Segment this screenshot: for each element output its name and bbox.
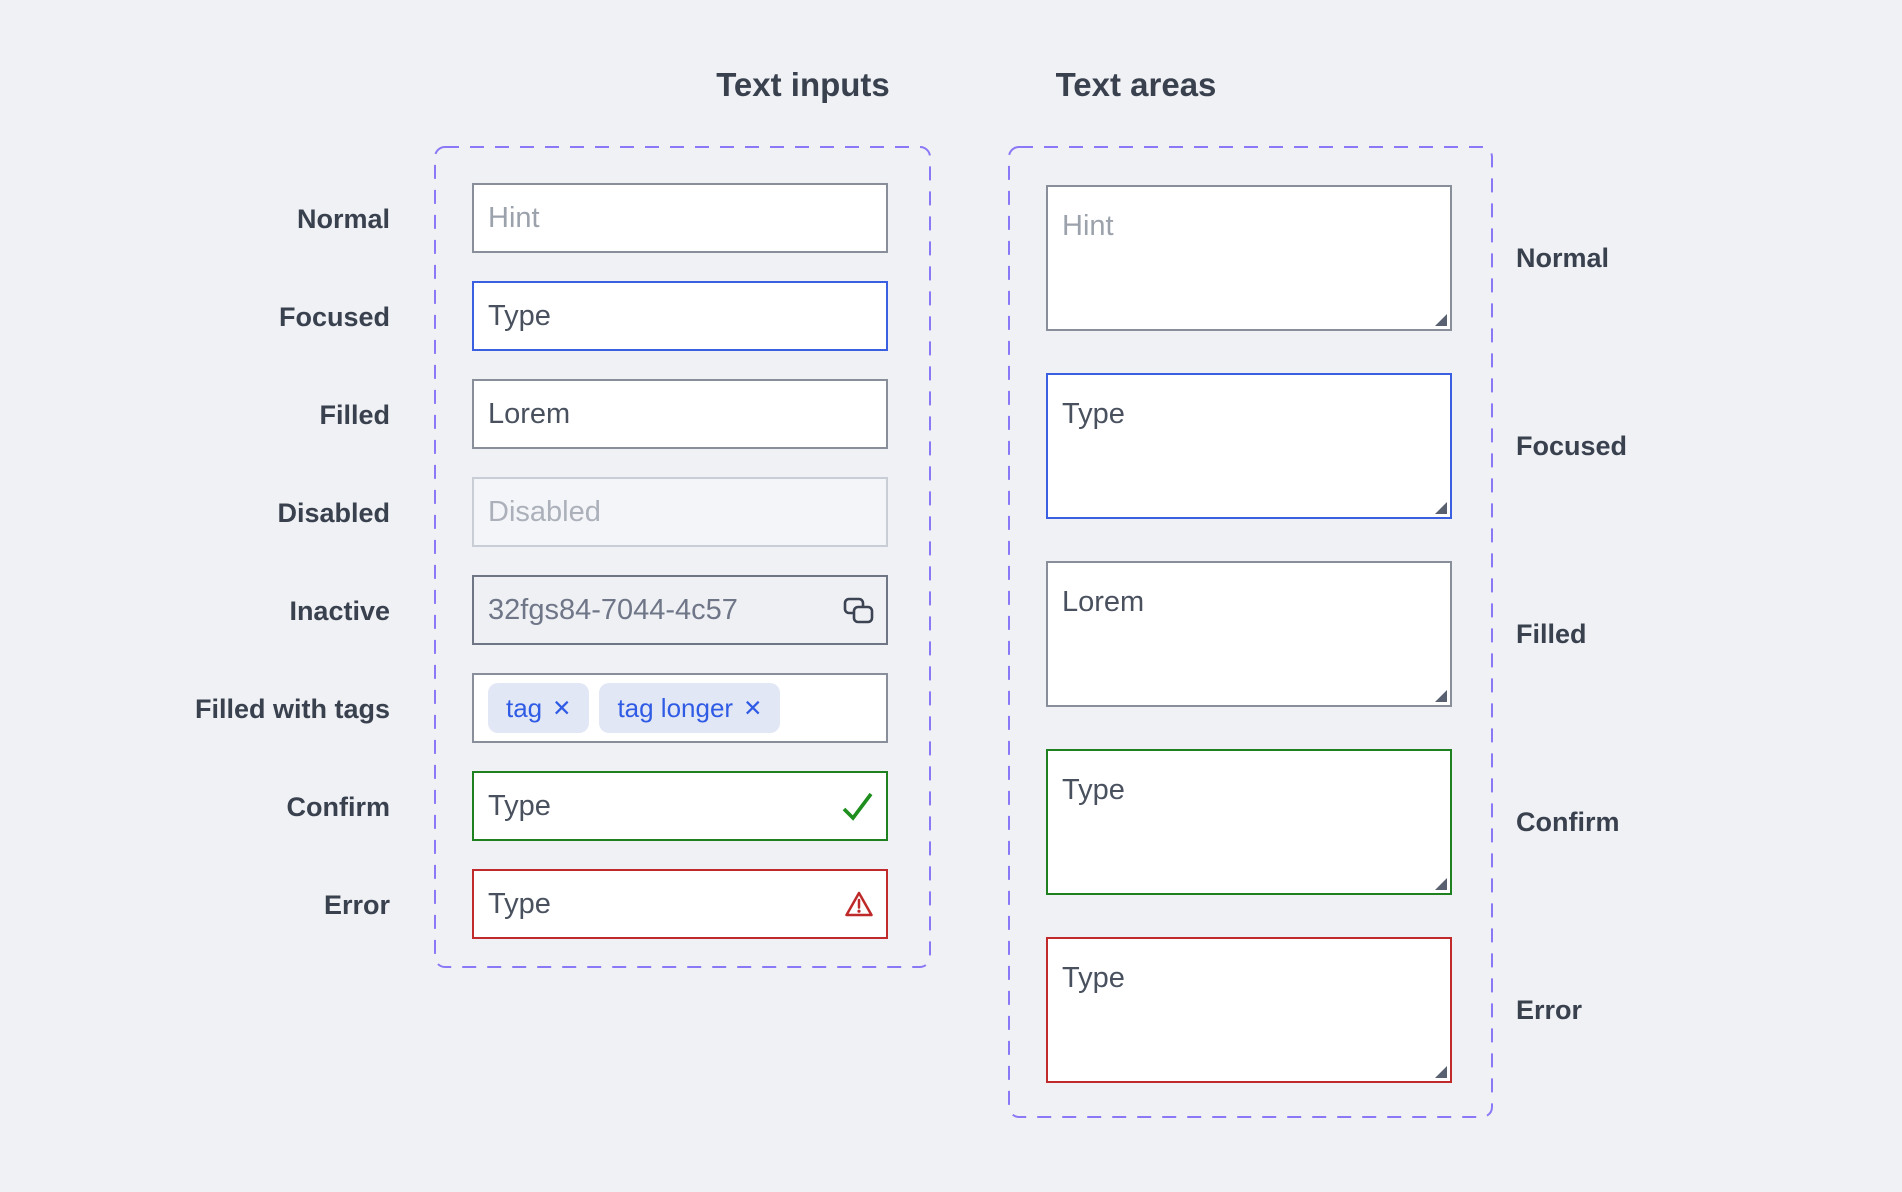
state-label-filled: Filled bbox=[319, 400, 390, 430]
state-label-disabled: Disabled bbox=[277, 498, 390, 528]
text-input-filled[interactable] bbox=[472, 379, 888, 449]
textarea-filled[interactable]: Lorem bbox=[1046, 561, 1452, 707]
text-input-inactive-field bbox=[474, 577, 843, 643]
text-input-with-tags[interactable]: tag ✕ tag longer ✕ bbox=[472, 673, 888, 743]
textarea-filled-wrap: Lorem bbox=[1046, 561, 1452, 707]
text-input-inactive bbox=[472, 575, 888, 645]
resize-handle[interactable] bbox=[1435, 1066, 1447, 1078]
text-input-error[interactable] bbox=[472, 869, 888, 939]
textarea-normal[interactable] bbox=[1046, 185, 1452, 331]
textarea-focused[interactable]: Type bbox=[1046, 373, 1452, 519]
text-input-focused[interactable] bbox=[472, 281, 888, 351]
text-input-disabled-field bbox=[474, 479, 886, 545]
state-label-focused: Focused bbox=[278, 302, 390, 332]
text-input-confirm[interactable] bbox=[472, 771, 888, 841]
text-inputs-panel bbox=[434, 146, 931, 968]
text-input-normal[interactable] bbox=[472, 183, 888, 253]
textarea-confirm-wrap: Type bbox=[1046, 749, 1452, 895]
textarea-error-wrap: Type bbox=[1046, 937, 1452, 1083]
text-inputs-title: Text inputs bbox=[716, 66, 890, 103]
state-label-confirm: Confirm bbox=[1516, 807, 1620, 837]
textarea-normal-wrap bbox=[1046, 185, 1452, 331]
state-label-filled: Filled bbox=[1516, 619, 1587, 649]
text-areas-title: Text areas bbox=[1055, 66, 1217, 103]
tag-pill-label: tag bbox=[506, 692, 543, 723]
textarea-focused-wrap: Type bbox=[1046, 373, 1452, 519]
text-input-disabled bbox=[472, 477, 888, 547]
text-input-error-field[interactable] bbox=[474, 871, 844, 937]
textarea-error[interactable]: Type bbox=[1046, 937, 1452, 1083]
copy-icon[interactable] bbox=[843, 597, 874, 624]
state-label-error: Error bbox=[323, 890, 390, 920]
state-label-confirm: Confirm bbox=[286, 792, 391, 822]
resize-handle[interactable] bbox=[1435, 690, 1447, 702]
tag-remove-icon[interactable]: ✕ bbox=[743, 694, 763, 721]
resize-handle[interactable] bbox=[1435, 502, 1447, 514]
check-icon bbox=[840, 790, 874, 822]
state-label-inactive: Inactive bbox=[289, 596, 390, 626]
tag-pill-label: tag longer bbox=[617, 692, 734, 723]
state-label-normal: Normal bbox=[296, 204, 390, 234]
tag-remove-icon[interactable]: ✕ bbox=[552, 694, 572, 721]
text-input-confirm-field[interactable] bbox=[474, 773, 840, 839]
state-label-filled-with-tags: Filled with tags bbox=[194, 694, 390, 724]
tag-pill: tag longer ✕ bbox=[599, 683, 781, 733]
state-label-focused: Focused bbox=[1516, 431, 1628, 461]
tag-pill: tag ✕ bbox=[488, 683, 590, 733]
state-label-normal: Normal bbox=[1516, 243, 1610, 273]
resize-handle[interactable] bbox=[1435, 878, 1447, 890]
textarea-confirm[interactable]: Type bbox=[1046, 749, 1452, 895]
resize-handle[interactable] bbox=[1435, 314, 1447, 326]
text-input-normal-field[interactable] bbox=[474, 185, 886, 251]
warning-triangle-icon bbox=[844, 890, 874, 918]
text-input-focused-field[interactable] bbox=[474, 283, 886, 349]
text-input-filled-field[interactable] bbox=[474, 381, 886, 447]
state-label-error: Error bbox=[1516, 995, 1583, 1025]
